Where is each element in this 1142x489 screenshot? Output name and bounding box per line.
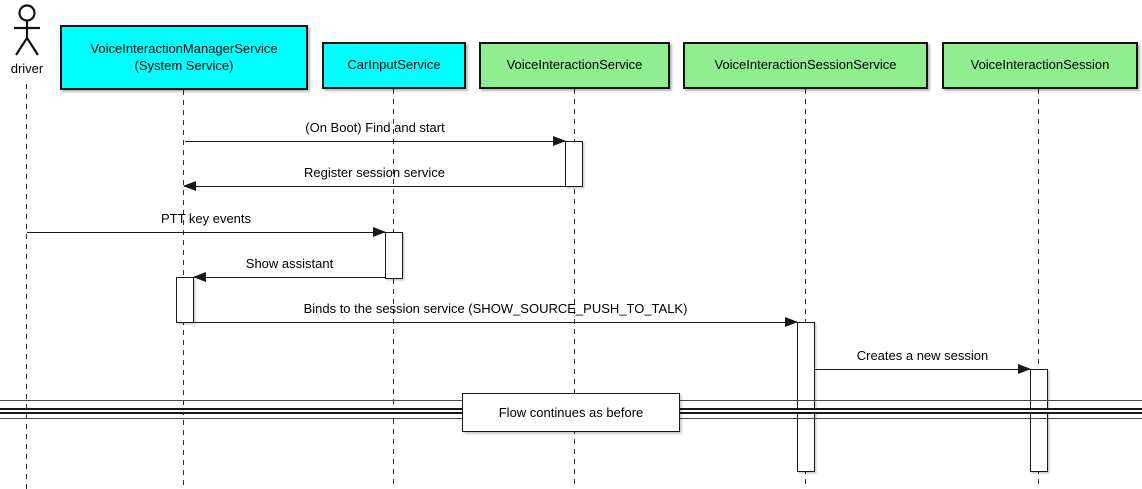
participant-car-input-service: CarInputService [322, 42, 466, 89]
participant-voice-interaction-session: VoiceInteractionSession [942, 42, 1138, 89]
lifeline-voice-interaction-session-service [805, 89, 807, 489]
divider-label-box: Flow continues as before [462, 393, 680, 432]
participant-label: CarInputService [347, 57, 441, 73]
divider-label: Flow continues as before [498, 405, 644, 420]
arrowhead-left-icon [183, 181, 196, 192]
message-line [184, 186, 565, 188]
lifeline-voice-interaction-session [1038, 89, 1040, 489]
participant-label: VoiceInteractionSession [970, 57, 1110, 73]
activation-voice-interaction-session [1030, 369, 1048, 472]
participant-label: VoiceInteractionManagerService (System S… [90, 40, 278, 73]
arrowhead-right-icon [1018, 364, 1031, 375]
person-icon [14, 4, 40, 56]
actor-driver: driver [4, 4, 50, 76]
message-label: Binds to the session service (SHOW_SOURC… [303, 301, 688, 316]
lifeline-car-input-service [393, 89, 395, 489]
arrowhead-right-icon [373, 227, 386, 238]
actor-driver-label: driver [10, 61, 44, 76]
message-label: Creates a new session [856, 348, 989, 363]
activation-voice-interaction-service [565, 141, 583, 187]
lifeline-driver [26, 84, 28, 489]
message-line [194, 277, 385, 279]
activation-voice-interaction-session-service [797, 322, 815, 472]
participant-voice-interaction-session-service: VoiceInteractionSessionService [683, 42, 928, 89]
participant-voice-interaction-service: VoiceInteractionService [479, 42, 670, 89]
participant-label: VoiceInteractionSessionService [714, 57, 897, 73]
message-label: PTT key events [160, 211, 252, 226]
message-label: (On Boot) Find and start [305, 120, 445, 135]
message-line [185, 141, 565, 143]
message-line [27, 232, 385, 234]
arrowhead-right-icon [785, 317, 798, 328]
message-line [194, 322, 797, 324]
arrowhead-left-icon [193, 272, 206, 283]
participant-voice-interaction-manager-service: VoiceInteractionManagerService (System S… [60, 25, 308, 90]
activation-voice-interaction-manager-service [176, 277, 194, 323]
participant-label: VoiceInteractionService [506, 57, 643, 73]
lifeline-voice-interaction-service [574, 89, 576, 489]
message-label: Register session service [304, 165, 445, 180]
activation-car-input-service [385, 232, 403, 279]
message-line [815, 369, 1030, 371]
arrowhead-right-icon [553, 136, 566, 147]
message-label: Show assistant [245, 256, 334, 271]
